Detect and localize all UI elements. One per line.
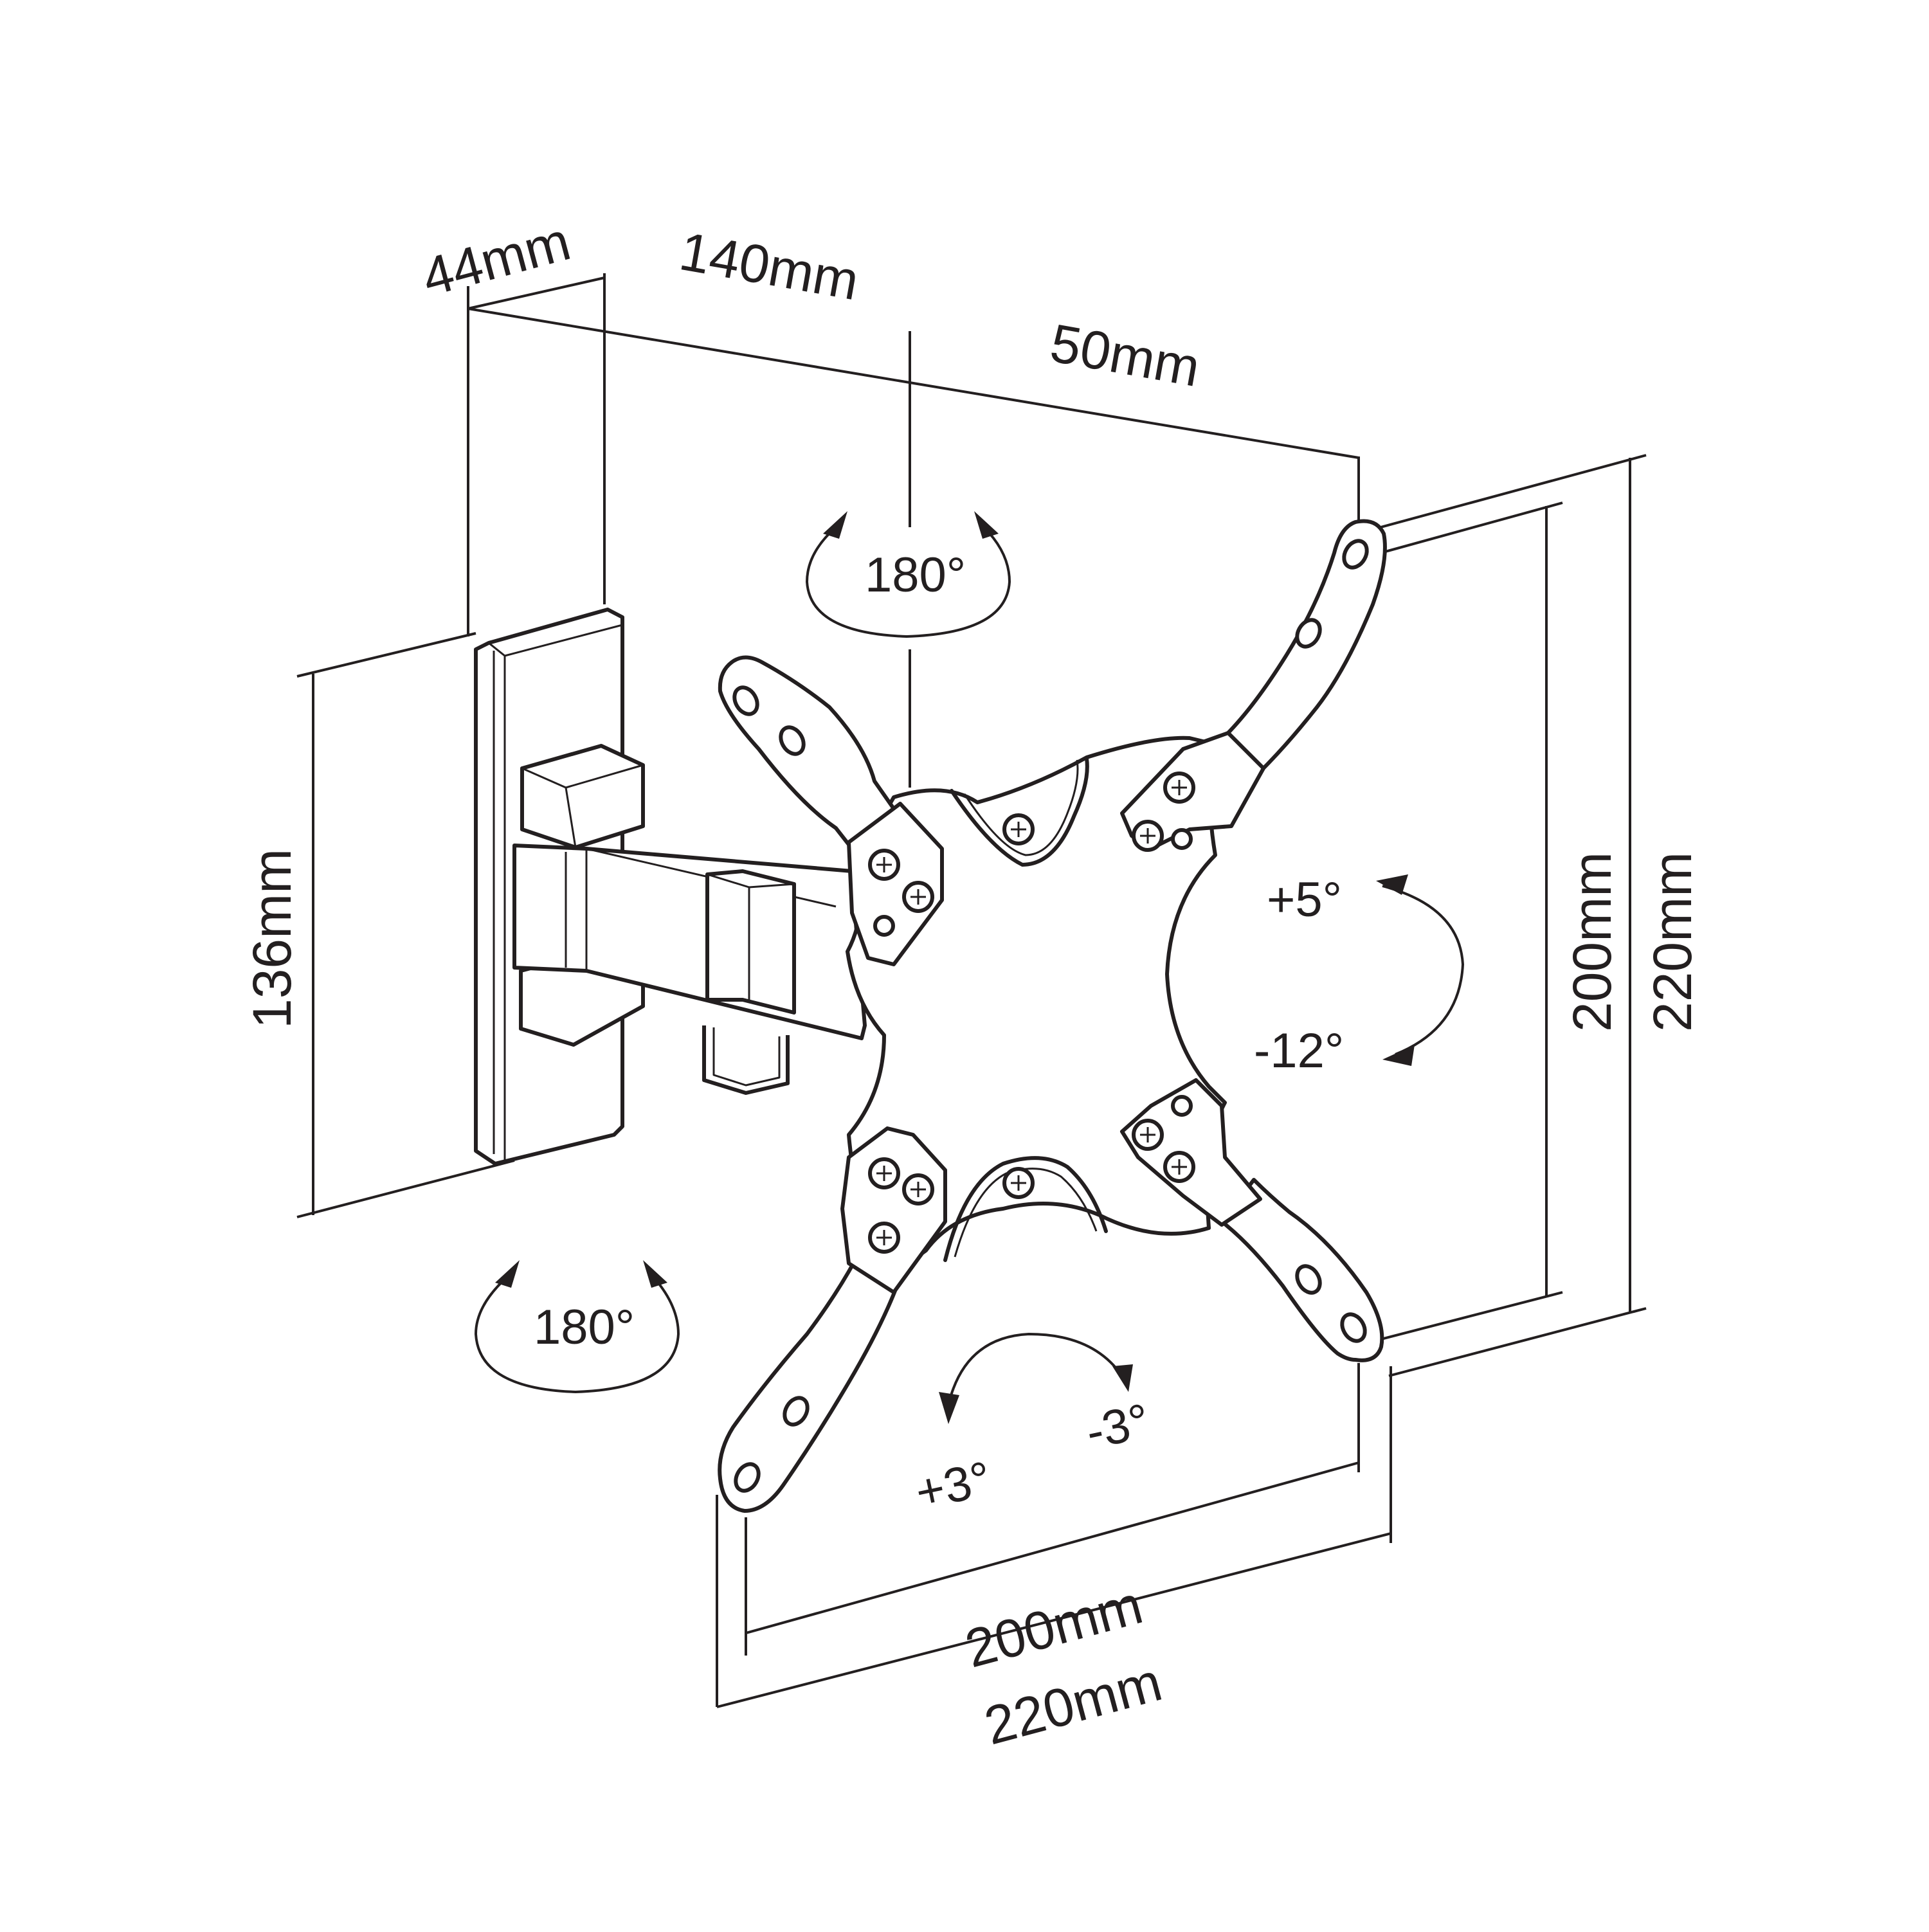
rotate-minus-label: -3°: [1082, 1393, 1155, 1460]
swivel-bottom-label: 180°: [534, 1300, 635, 1355]
swivel-bottom-arrow: [474, 1260, 680, 1394]
tilt-arrow: [1376, 874, 1465, 1066]
dim-140mm-label: 140mm: [675, 221, 863, 311]
dim-200mm-right-label: 200mm: [1562, 852, 1622, 1032]
dimension-lines: [296, 273, 1647, 1708]
dim-220mm-right-label: 220mm: [1642, 852, 1703, 1032]
tilt-up-label: +5°: [1267, 872, 1342, 927]
tilt-down-label: -12°: [1254, 1024, 1344, 1078]
vesa-bracket-bottom-left: [718, 1126, 947, 1513]
rotate-plus-label: +3°: [910, 1451, 995, 1520]
swivel-top-arrow: [805, 511, 1011, 638]
swivel-top-label: 180°: [865, 548, 966, 602]
vesa-bracket-bottom-right: [1120, 1078, 1384, 1362]
dim-44mm-label: 44mm: [416, 210, 577, 307]
rotate-arrow: [939, 1332, 1133, 1424]
dim-136mm-label: 136mm: [242, 849, 302, 1029]
dim-50mm-label: 50mm: [1046, 312, 1204, 398]
vesa-bracket-top-left: [718, 655, 944, 966]
swing-arm: [512, 744, 867, 1095]
vesa-bracket-top-right: [1120, 519, 1387, 852]
